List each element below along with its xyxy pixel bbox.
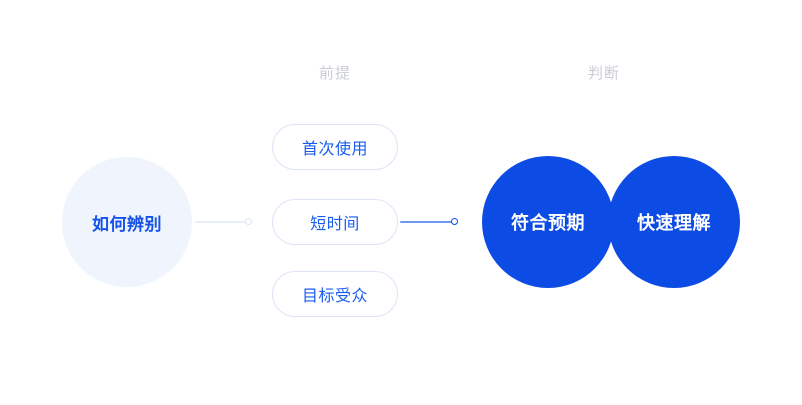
result-node-label: 快速理解	[637, 213, 711, 233]
connector-root-to-conditions-line	[195, 221, 248, 223]
connector-conditions-to-results-endpoint-icon	[451, 218, 458, 225]
result-node-meets-expectation[interactable]: 符合预期	[482, 156, 614, 288]
condition-pill-label: 首次使用	[301, 141, 368, 158]
root-node-label: 如何辨别	[92, 214, 162, 234]
column-label-judgement: 判断	[587, 65, 621, 82]
connector-root-to-conditions-endpoint-icon	[245, 218, 252, 225]
condition-pill-short-time[interactable]: 短时间	[272, 199, 398, 245]
condition-pill-target-audience[interactable]: 目标受众	[272, 271, 398, 317]
result-node-quick-understanding[interactable]: 快速理解	[608, 156, 740, 288]
column-label-premise: 前提	[318, 65, 352, 82]
root-node-circle[interactable]: 如何辨别	[62, 157, 192, 287]
condition-pill-label: 目标受众	[301, 288, 368, 305]
condition-pill-label: 短时间	[310, 216, 360, 233]
condition-pill-first-use[interactable]: 首次使用	[272, 124, 398, 170]
result-node-label: 符合预期	[511, 213, 585, 233]
connector-conditions-to-results-line	[400, 221, 455, 223]
